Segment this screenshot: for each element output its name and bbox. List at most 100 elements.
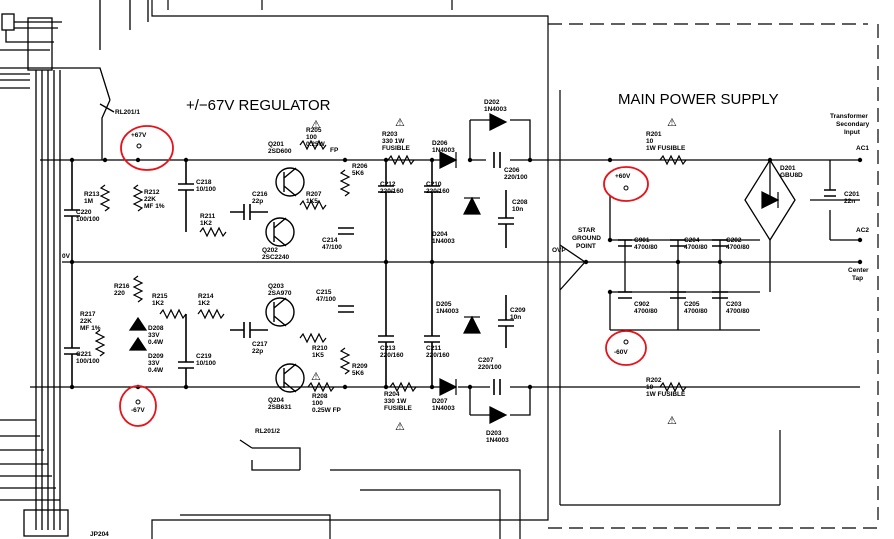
d209-label-line1: D209 [148, 353, 164, 360]
r208-label-line2: 100 [312, 400, 323, 407]
r206-label-line2: 5K6 [352, 170, 364, 177]
r203-label-line3: FUSIBLE [382, 145, 410, 152]
r202-label-line3: 1W FUSIBLE [646, 391, 686, 398]
c205-label-line2: 4700/80 [684, 308, 708, 315]
q203-label-line1: Q203 [268, 283, 284, 290]
q204-label-line1: Q204 [268, 397, 284, 404]
c201-label-line1: C201 [844, 191, 860, 198]
d204-label-line1: D204 [432, 231, 448, 238]
c901-label-line2: 4700/80 [634, 244, 658, 251]
c205-label-line1: C205 [684, 301, 700, 308]
circled-voltage-labels: +67V -67V +60V -60V [131, 132, 631, 414]
c219-label-line1: C219 [196, 353, 212, 360]
c203-label-line1: C203 [726, 301, 742, 308]
warning-icon: ⚠ [395, 421, 405, 433]
c209-label-line2: 10n [510, 314, 521, 321]
resistors [94, 139, 687, 393]
center-tap-line1: Center [848, 267, 869, 274]
c215-label-line1: C215 [316, 289, 332, 296]
plus67-label: +67V [131, 132, 147, 139]
c210-label-line2: 220/160 [426, 188, 450, 195]
r212-label-line2: 22K [144, 196, 156, 203]
c207-label-line1: C207 [478, 357, 494, 364]
r212-label-line3: MF 1% [144, 203, 165, 210]
transformer-line3: Input [844, 129, 861, 136]
minus60-label: -60V [614, 349, 628, 356]
c219-label-line2: 10/100 [196, 360, 216, 367]
c202-label-line2: 4700/80 [726, 244, 750, 251]
c210-label-line1: C210 [426, 181, 442, 188]
warning-icon: ⚠ [395, 117, 405, 129]
r210-label-line1: R210 [312, 345, 328, 352]
voltage-annotations [119, 125, 649, 427]
r217-label-line3: MF 1% [80, 325, 101, 332]
d208-label-line1: D208 [148, 325, 164, 332]
transistors [265, 167, 305, 393]
c201-label-line2: 22n [844, 198, 855, 205]
d205-label-line2: 1N4003 [436, 308, 459, 315]
r203-label-line2: 330 1W [382, 138, 405, 145]
r205-label-line3: 0.25W [306, 141, 326, 148]
minus67-label: -67V [131, 407, 145, 414]
c203-label-line2: 4700/80 [726, 308, 750, 315]
ovp-label: OVP [552, 247, 566, 254]
c206-label-line1: C206 [504, 167, 520, 174]
star-ground-line3: POINT [576, 243, 596, 250]
q201-label-line2: 2SD600 [268, 148, 292, 155]
left-connector [0, 0, 149, 537]
c215-label-line2: 47/100 [316, 296, 336, 303]
rl201-2-label: RL201/2 [255, 428, 280, 435]
d204-label-line2: 1N4003 [432, 238, 455, 245]
diodes [128, 113, 780, 424]
r211-label-line2: 1K2 [200, 220, 212, 227]
d202-label-line2: 1N4003 [484, 106, 507, 113]
r213-label-line1: R213 [84, 191, 100, 198]
q202-label-line1: Q202 [262, 247, 278, 254]
ac1-label: AC1 [856, 145, 869, 152]
c202-label-line1: C202 [726, 237, 742, 244]
c206-label-line2: 220/100 [504, 174, 528, 181]
c204-label-line2: 4700/80 [684, 244, 708, 251]
c214-label-line1: C214 [322, 237, 338, 244]
r209-label-line1: R209 [352, 363, 368, 370]
transformer-line1: Transformer [830, 113, 868, 120]
c214-label-line2: 47/100 [322, 244, 342, 251]
r208-label-line1: R208 [312, 393, 328, 400]
c221-label-line1: C221 [76, 351, 92, 358]
r209-label-line2: 5K6 [352, 370, 364, 377]
r215-label-line2: 1K2 [152, 300, 164, 307]
r201-label-line3: 1W FUSIBLE [646, 145, 686, 152]
capacitors [64, 152, 836, 395]
c218-label-line2: 10/100 [196, 186, 216, 193]
d207-label-line2: 1N4003 [432, 405, 455, 412]
c208-label-line1: C208 [512, 199, 528, 206]
warning-icon: ⚠ [311, 371, 321, 383]
r208-label-line3: 0.25W FP [312, 407, 342, 414]
star-ground-line1: STAR [578, 227, 596, 234]
r214-label-line2: 1K2 [198, 300, 210, 307]
c211-label-line1: C211 [426, 345, 442, 352]
c209-label-line1: C209 [510, 307, 526, 314]
section-borders [151, 0, 879, 539]
d203-label-line2: 1N4003 [486, 437, 509, 444]
c901-label-line1: C901 [634, 237, 650, 244]
rl201-1-label: RL201/1 [115, 109, 140, 116]
c220-label-line2: 100/100 [76, 216, 100, 223]
c216-label-line1: C216 [252, 191, 268, 198]
r214-label-line1: R214 [198, 293, 214, 300]
r202-label-line1: R202 [646, 377, 662, 384]
d209-label-line2: 33V [148, 360, 160, 367]
r216-label-line1: R216 [114, 283, 130, 290]
c217-label-line1: C217 [252, 341, 268, 348]
r207-label-line1: R207 [306, 191, 322, 198]
plus60-label: +60V [615, 173, 631, 180]
r217-label-line1: R217 [80, 311, 96, 318]
c216-label-line2: 22p [252, 198, 263, 205]
r207-label-line2: 1K5 [306, 198, 318, 205]
center-tap-line2: Tap [852, 275, 863, 282]
d208-label-line2: 33V [148, 332, 160, 339]
r213-label-line2: 1M [84, 198, 93, 205]
d208-label-line3: 0.4W [148, 339, 164, 346]
